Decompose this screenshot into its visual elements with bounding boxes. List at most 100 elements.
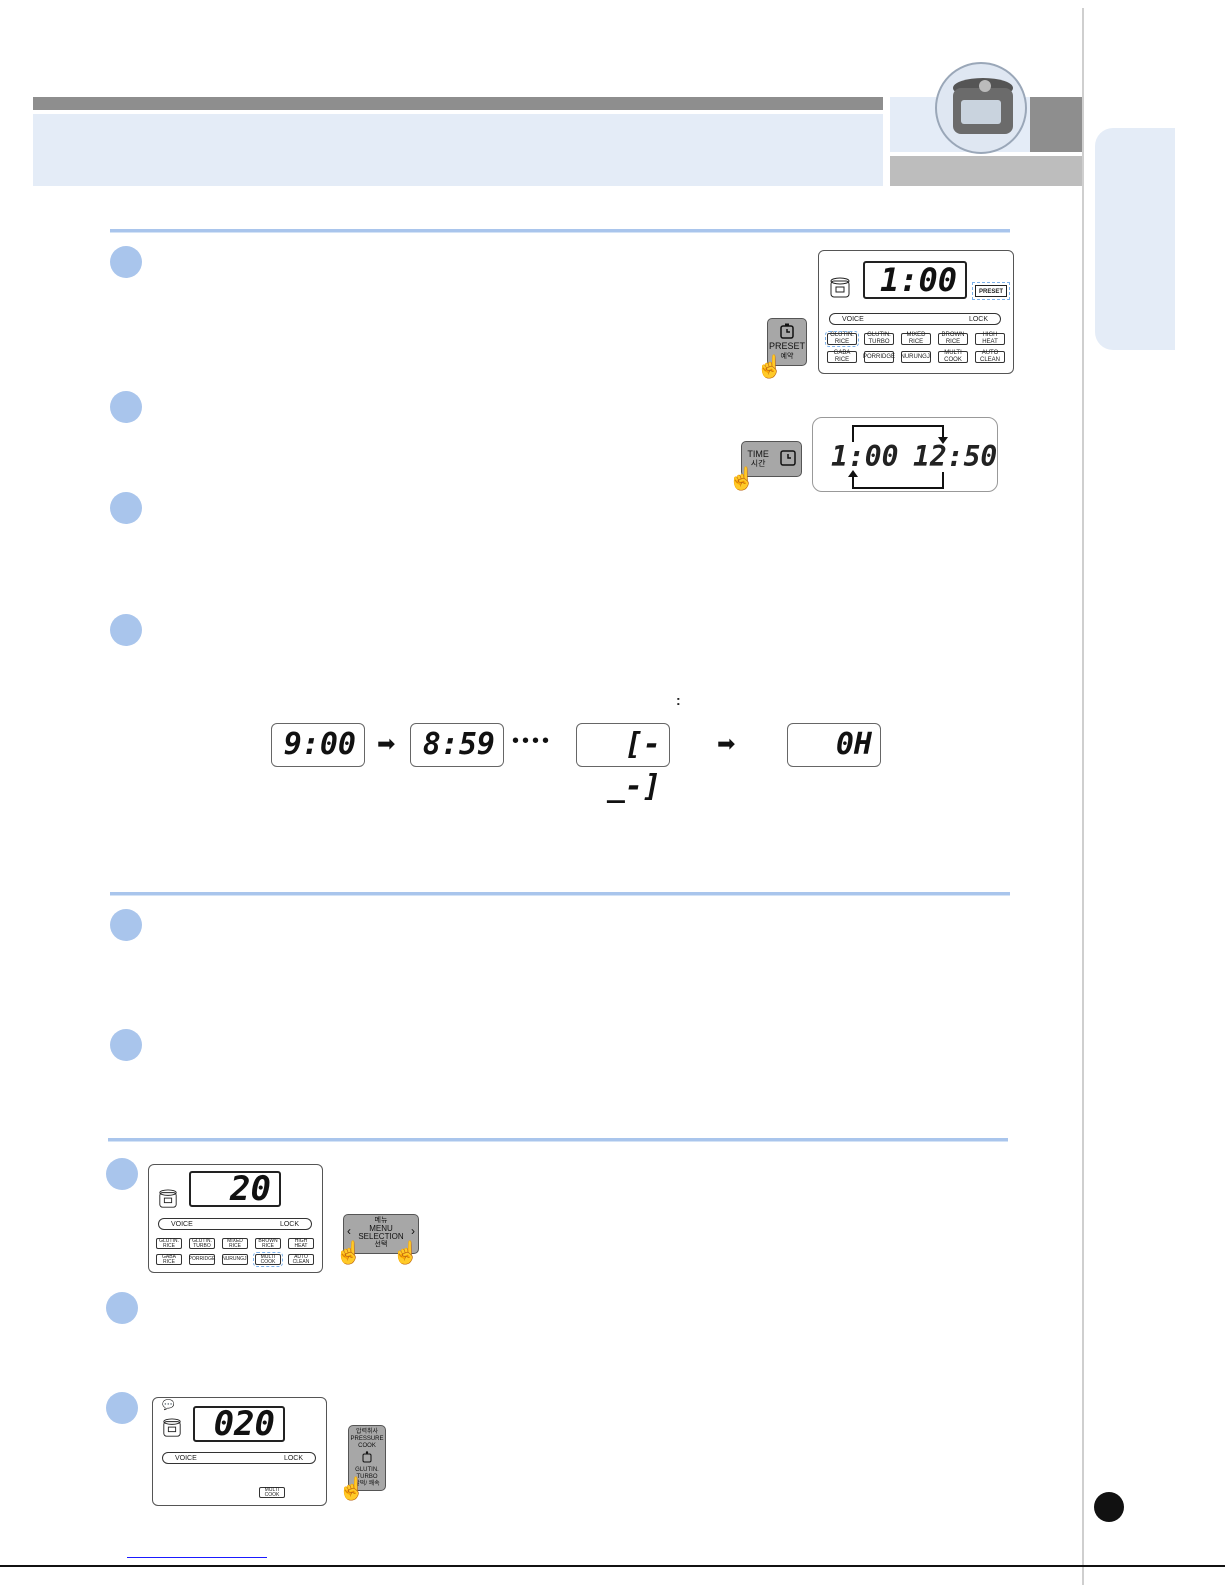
preset-button-label: PRESET xyxy=(768,341,805,351)
menu-button-nurungji[interactable]: NURUNGJI xyxy=(222,1254,248,1265)
step-marker xyxy=(110,391,142,423)
menu-button-multi-cook[interactable]: MULTI COOK xyxy=(938,350,968,363)
menu-button-glutin-rice[interactable]: GLUTIN. RICE xyxy=(156,1238,182,1249)
menu-button-gaba-rice[interactable]: GABA RICE xyxy=(827,350,857,363)
step-marker xyxy=(110,246,142,278)
menu-button-porridge[interactable]: PORRIDGE xyxy=(863,351,895,363)
page-vertical-rule xyxy=(1082,8,1084,1585)
lcd-display: 1:00 xyxy=(863,261,967,299)
time-cycle-diagram: 1:00 12:50 xyxy=(812,417,998,492)
preset-button[interactable]: PRESET 예약 xyxy=(767,318,807,366)
header-gray-bar xyxy=(33,97,883,110)
time-button-label: TIME xyxy=(747,449,769,459)
lcd-display: 20 xyxy=(189,1171,281,1207)
step-marker xyxy=(110,614,142,646)
pressure-key-line1: PRESSURE xyxy=(350,1436,384,1442)
cooker-icon xyxy=(162,1416,182,1440)
page-number-badge xyxy=(1094,1492,1124,1522)
menu-key-top: 메뉴 xyxy=(374,1217,388,1224)
hand-pointer-icon: ☝ xyxy=(335,1240,363,1265)
menu-button-glutin-rice[interactable]: GLUTIN. RICE xyxy=(825,331,859,347)
footer-link-underline[interactable] xyxy=(127,1557,267,1558)
menu-button-nurungji[interactable]: NURUNGJI xyxy=(901,351,932,363)
menu-selection-button[interactable]: 메뉴 MENU SELECTION 선택 ‹ › xyxy=(343,1214,419,1254)
cooker-icon xyxy=(829,275,851,301)
pressure-key-line2: COOK xyxy=(358,1443,376,1449)
countdown-display-keep-warm: 0H xyxy=(787,723,881,767)
menu-button-brown-rice[interactable]: BROWN RICE xyxy=(938,332,968,345)
menu-key-line2: SELECTION xyxy=(358,1232,404,1241)
hand-pointer-icon: ☝ xyxy=(392,1240,420,1265)
pot-icon xyxy=(349,1451,385,1466)
step-marker xyxy=(106,1292,138,1324)
voice-lock-bar: VOICE LOCK xyxy=(162,1452,316,1464)
ellipsis-dots: •••• xyxy=(512,730,553,752)
hand-pointer-icon: ☝ xyxy=(338,1476,366,1501)
lock-label: LOCK xyxy=(279,1220,299,1228)
menu-button-porridge[interactable]: PORRIDGE xyxy=(189,1254,215,1265)
control-panel-preset: 1:00 PRESET VOICE LOCK GLUTIN. RICE GLUT… xyxy=(818,250,1014,374)
menu-key-sub: 선택 xyxy=(374,1241,388,1248)
chevron-right-icon[interactable]: › xyxy=(411,1224,415,1238)
arrow-right-icon: ➡ xyxy=(377,731,396,756)
voice-label: VOICE xyxy=(171,1220,193,1228)
step-marker xyxy=(110,492,142,524)
pressure-key-sub: 찰떡/ 쾌속 xyxy=(354,1481,380,1487)
lock-label: LOCK xyxy=(968,315,988,323)
pressure-key-top: 압력취사 xyxy=(355,1429,379,1435)
step-marker xyxy=(106,1158,138,1190)
countdown-display-start: 9:00 xyxy=(271,723,365,767)
voice-lock-bar: VOICE LOCK xyxy=(158,1218,312,1230)
menu-button-gaba-rice[interactable]: GABA RICE xyxy=(156,1254,182,1265)
hand-pointer-icon: ☝ xyxy=(728,466,756,491)
voice-lock-bar: VOICE LOCK xyxy=(829,313,1001,325)
section-rule xyxy=(110,229,1010,233)
footer-rule xyxy=(0,1565,1225,1567)
pressure-cook-button[interactable]: 압력취사 PRESSURE COOK GLUTIN. TURBO 찰떡/ 쾌속 xyxy=(348,1425,386,1491)
countdown-display-cooking: [-_-] xyxy=(576,723,670,804)
step-marker xyxy=(106,1392,138,1424)
cycle-arrows xyxy=(848,425,948,489)
section-rule xyxy=(108,1138,1008,1142)
menu-button-mixed-rice[interactable]: MIXED RICE xyxy=(222,1238,248,1249)
time-button[interactable]: TIME 시간 xyxy=(741,441,802,477)
step-marker xyxy=(110,1029,142,1061)
menu-button-high-heat[interactable]: HIGH HEAT xyxy=(975,332,1005,345)
speech-bubble-icon: 💬 xyxy=(162,1400,175,1411)
hand-pointer-icon: ☝ xyxy=(756,354,784,379)
lock-label: LOCK xyxy=(283,1454,303,1462)
menu-key-line1: MENU xyxy=(369,1224,393,1233)
menu-button-glutin-turbo[interactable]: GLUTIN. TURBO xyxy=(864,332,894,345)
clock-icon xyxy=(779,450,796,468)
voice-label: VOICE xyxy=(842,315,864,323)
control-panel-multi-cook: 20 VOICE LOCK GLUTIN. RICE GLUTIN. TURBO… xyxy=(148,1164,323,1273)
control-panel-pressure: 💬 020 VOICE LOCK MULTI COOK xyxy=(152,1397,327,1506)
cooker-icon xyxy=(158,1187,178,1211)
menu-button-multi-cook[interactable]: MULTI COOK xyxy=(253,1252,283,1267)
menu-button-auto-clean[interactable]: AUTO CLEAN xyxy=(975,350,1005,363)
countdown-display-next: 8:59 xyxy=(410,723,504,767)
timer-icon xyxy=(768,323,806,341)
menu-button-brown-rice[interactable]: BROWN RICE xyxy=(255,1238,281,1249)
time-button-sub: 시간 xyxy=(750,459,766,468)
arrow-right-icon: ➡ xyxy=(717,731,736,756)
chevron-left-icon[interactable]: ‹ xyxy=(347,1224,351,1238)
menu-button-auto-clean[interactable]: AUTO CLEAN xyxy=(288,1254,314,1265)
menu-button-multi-cook[interactable]: MULTI COOK xyxy=(259,1487,285,1498)
preset-indicator: PRESET xyxy=(972,282,1010,300)
pressure-key-line3: GLUTIN. xyxy=(355,1467,379,1473)
lcd-display: 020 xyxy=(193,1406,285,1442)
menu-button-mixed-rice[interactable]: MIXED RICE xyxy=(901,332,931,345)
section-rule xyxy=(110,892,1010,896)
time-from: 1:00 xyxy=(831,440,899,473)
preset-button-sub: 예약 xyxy=(780,353,794,360)
side-chapter-tab xyxy=(1095,128,1175,350)
voice-label: VOICE xyxy=(175,1454,197,1462)
colon-mark: : xyxy=(676,692,681,708)
step-marker xyxy=(110,909,142,941)
menu-button-glutin-turbo[interactable]: GLUTIN. TURBO xyxy=(189,1238,215,1249)
rice-cooker-image xyxy=(935,62,1027,154)
pressure-key-line4: TURBO xyxy=(356,1474,378,1480)
menu-button-high-heat[interactable]: HIGH HEAT xyxy=(288,1238,314,1249)
header-right-dark-block xyxy=(1030,97,1082,152)
